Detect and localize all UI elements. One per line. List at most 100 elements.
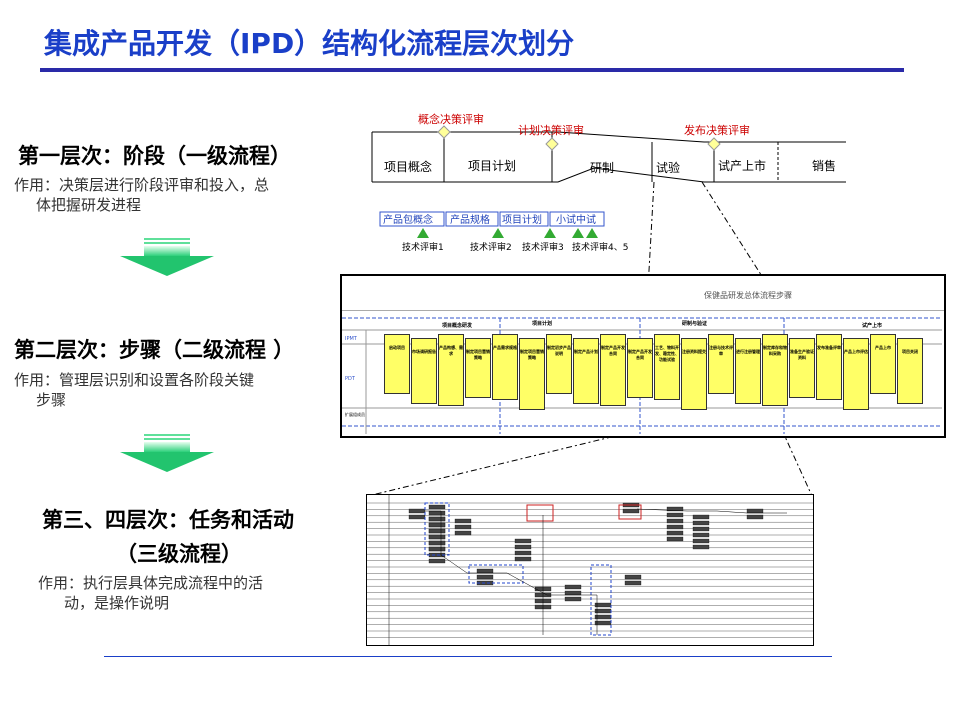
- step-box: 工艺、物料开发、稳定性、功能试验: [654, 334, 680, 400]
- task-diagram: [366, 494, 814, 646]
- task-box: [692, 532, 710, 538]
- task-box: [428, 504, 446, 510]
- task-group: [590, 564, 612, 636]
- task-box: [428, 534, 446, 540]
- level2-desc-line1: 作用：管理层识别和设置各阶段关键: [14, 371, 255, 389]
- level3-title: 第三、四层次：任务和活动: [42, 507, 294, 532]
- phase-launch: 试产上市: [718, 158, 766, 173]
- task-box: [454, 518, 472, 524]
- step-box: 注册资料提交: [681, 338, 707, 410]
- sub-box-plan: 项目计划: [502, 213, 542, 226]
- task-box: [428, 558, 446, 564]
- task-box: [692, 514, 710, 520]
- task-flow-line: [636, 508, 787, 514]
- level1-desc-line2: 体把握研发进程: [36, 196, 142, 214]
- tech-review-3: 技术评审3: [522, 241, 564, 253]
- task-box: [594, 608, 612, 614]
- task-box: [594, 620, 612, 626]
- sub-box-spec: 产品规格: [450, 213, 490, 226]
- step-box: 产品构想、需求: [438, 334, 464, 406]
- task-box: [476, 574, 494, 580]
- task-box: [692, 520, 710, 526]
- task-box: [666, 536, 684, 542]
- task-box: [408, 514, 426, 520]
- review-concept: 概念决策评审: [418, 112, 484, 126]
- task-box: [666, 518, 684, 524]
- task-group: [618, 504, 642, 520]
- tech-review-triangle-icon: [572, 228, 584, 238]
- down-arrow-icon: [120, 434, 214, 472]
- task-box: [666, 524, 684, 530]
- level3-desc-line2: 动，是操作说明: [64, 594, 170, 612]
- tech-review-45: 技术评审4、5: [572, 241, 628, 253]
- step-box: 启动项目: [384, 334, 410, 394]
- row-label-ext: 扩展组成员: [345, 411, 365, 417]
- footer-rule: [104, 656, 832, 657]
- level3-desc-line1: 作用：执行层具体完成流程中的活: [38, 574, 264, 592]
- down-arrow-icon: [120, 238, 214, 276]
- task-box: [428, 522, 446, 528]
- tech-review-2: 技术评审2: [470, 241, 512, 253]
- task-box: [428, 510, 446, 516]
- step-box: 制定项目营销策略: [465, 338, 491, 398]
- page-title: 集成产品开发（IPD）结构化流程层次划分: [44, 27, 575, 60]
- task-box: [594, 614, 612, 620]
- row-label-pdt: PDT: [345, 376, 356, 382]
- task-box: [692, 526, 710, 532]
- step-diagram-title: 保健品研发总体流程步骤: [704, 291, 792, 300]
- phase-test: 试验: [656, 160, 680, 175]
- task-box: [514, 538, 532, 544]
- phase-concept: 项目概念: [384, 159, 432, 174]
- step-boxes: 启动项目市场调研报告产品构想、需求制定项目营销策略产品需求规格制定项目营销策略制…: [384, 334, 944, 424]
- step-box: 制定产品计划: [573, 338, 599, 404]
- step-box: 产品上市评估: [843, 338, 869, 410]
- task-box: [622, 508, 640, 514]
- step-box: 准备生产验证资料: [789, 338, 815, 398]
- task-box: [746, 514, 764, 520]
- task-box: [624, 580, 642, 586]
- step-box: 发布准备评审: [816, 334, 842, 400]
- tech-review-1: 技术评审1: [402, 241, 444, 253]
- task-box: [564, 596, 582, 602]
- task-box: [428, 528, 446, 534]
- level1-title: 第一层次：阶段（一级流程）: [18, 143, 291, 168]
- task-box: [692, 544, 710, 550]
- task-box: [514, 544, 532, 550]
- step-diagram: 保健品研发总体流程步骤 项目概念研发 项目计划 研制与验证 试产上市 IPMT …: [340, 274, 946, 438]
- tech-review-triangle-icon: [544, 228, 556, 238]
- step-box: 注册与技术评审: [708, 334, 734, 394]
- task-box: [428, 546, 446, 552]
- stage-header-plan: 项目计划: [532, 320, 552, 327]
- step-box: 产品上市: [870, 334, 896, 394]
- task-flow-line: [425, 510, 598, 635]
- task-box: [666, 530, 684, 536]
- step-box: 市场调研报告: [411, 338, 437, 404]
- task-box: [514, 550, 532, 556]
- stage-header-develop: 研制与验证: [682, 320, 707, 327]
- task-box: [666, 512, 684, 518]
- review-diamond-icon: [707, 137, 721, 151]
- sub-box-pilot: 小试中试: [556, 213, 596, 226]
- stage-header-concept: 项目概念研发: [442, 322, 473, 329]
- level2-desc-line2: 步骤: [36, 391, 67, 409]
- task-group: [526, 504, 554, 522]
- review-release: 发布决策评审: [684, 123, 750, 137]
- tech-review-triangle-icon: [492, 228, 504, 238]
- tech-review-triangle-icon: [586, 228, 598, 238]
- level3-title-sub: （三级流程）: [116, 541, 242, 566]
- task-group: [468, 564, 524, 584]
- task-box: [624, 574, 642, 580]
- phase-plan: 项目计划: [468, 159, 516, 173]
- step-box: 制定库存和物料采购: [762, 334, 788, 406]
- tech-review-triangle-icon: [417, 228, 429, 238]
- task-group: [424, 502, 450, 556]
- task-box: [514, 556, 532, 562]
- review-diamond-icon: [545, 137, 559, 151]
- task-box: [666, 506, 684, 512]
- task-box: [594, 602, 612, 608]
- level2-desc: 作用：管理层识别和设置各阶段关键 步骤: [14, 370, 344, 410]
- phase-sales: 销售: [812, 158, 836, 173]
- task-box: [408, 508, 426, 514]
- level1-desc: 作用：决策层进行阶段评审和投入，总 体把握研发进程: [14, 175, 344, 215]
- phase-diagram: 概念决策评审 计划决策评审 发布决策评审 项目概念 项目计划 研制 试验 试产上…: [371, 112, 846, 253]
